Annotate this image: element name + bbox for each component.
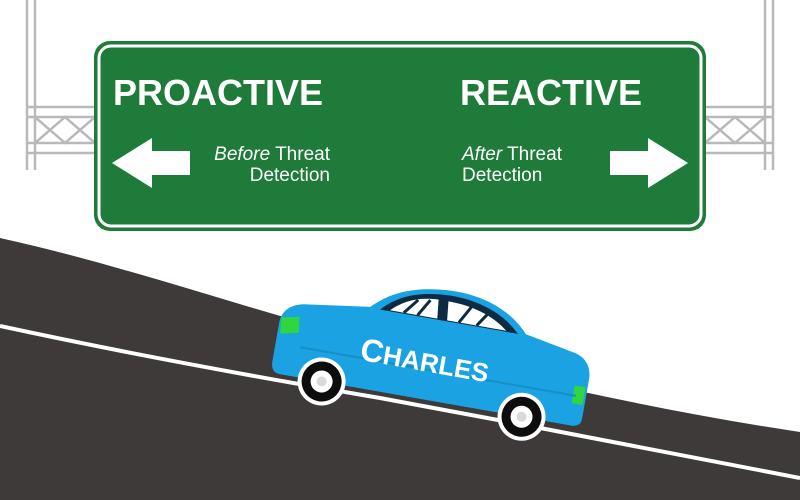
car-body: [272, 289, 590, 426]
reactive-subtitle-line1: After Threat: [461, 144, 563, 165]
car-front-wheel: [497, 392, 546, 441]
car-front-window: [447, 301, 507, 331]
reactive-subtitle-line2: Detection: [462, 165, 542, 186]
sign-border: [97, 44, 703, 228]
proactive-subtitle-line2: Detection: [250, 165, 330, 186]
proactive-title: PROACTIVE: [113, 72, 323, 113]
car-rear-wheel: [297, 357, 346, 406]
arrow-left-icon: [112, 138, 190, 188]
road-lane-line: [0, 324, 800, 480]
car-taillight: [571, 385, 586, 406]
car-icon: CHARLES: [272, 289, 590, 441]
right-gantry: [704, 0, 775, 170]
sign-board: [94, 41, 706, 231]
left-gantry: [25, 0, 96, 170]
car-headlight: [280, 316, 300, 334]
highway-sign: PROACTIVE REACTIVE Before Threat Detecti…: [94, 41, 706, 231]
arrow-right-icon: [610, 138, 688, 188]
reactive-title: REACTIVE: [460, 72, 642, 113]
proactive-subtitle-line1: Before Threat: [214, 144, 331, 165]
